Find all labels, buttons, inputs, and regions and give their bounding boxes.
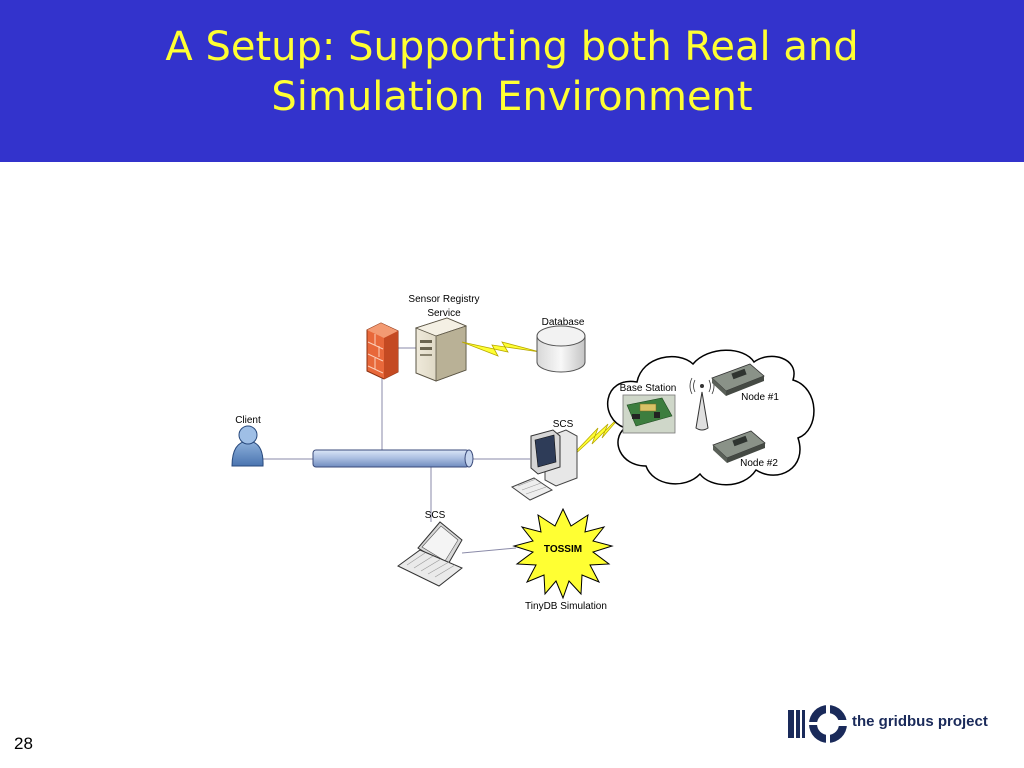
page-number: 28 xyxy=(14,734,33,753)
title-line-2: Simulation Environment xyxy=(271,74,753,120)
client-user-icon xyxy=(231,425,264,467)
server-tower-icon xyxy=(414,317,468,382)
sensor-network-cloud xyxy=(606,349,815,486)
antenna-icon xyxy=(689,377,715,431)
database-icon xyxy=(536,325,586,373)
tossim-starburst-icon xyxy=(512,507,614,600)
sensor-node-2-icon xyxy=(712,430,766,463)
node2-label: Node #2 xyxy=(740,458,778,469)
desktop-computer-icon xyxy=(510,429,578,501)
firewall-icon xyxy=(366,322,399,380)
tinydb-label: TinyDB Simulation xyxy=(525,601,607,612)
tossim-label: TOSSIM xyxy=(544,544,582,555)
node1-label: Node #1 xyxy=(741,392,779,403)
title-banner xyxy=(0,0,1024,162)
laptop-icon xyxy=(397,521,463,587)
base-station-board-icon xyxy=(622,394,676,434)
sensor-node-1-icon xyxy=(711,363,765,396)
database-label: Database xyxy=(542,317,585,328)
logo-text: the gridbus project xyxy=(852,713,988,730)
lightning-db-link xyxy=(461,341,541,357)
scs-desktop-label: SCS xyxy=(553,419,574,430)
base-station-label: Base Station xyxy=(620,383,677,394)
client-label: Client xyxy=(235,415,261,426)
network-bus xyxy=(312,449,474,468)
registry-label-1: Sensor Registry xyxy=(408,294,479,305)
registry-label-2: Service xyxy=(427,308,461,319)
gridbus-logo-icon xyxy=(788,704,848,744)
slide-title: A Setup: Supporting both Real and Simula… xyxy=(0,22,1024,122)
title-line-1: A Setup: Supporting both Real and xyxy=(165,24,859,70)
scs-laptop-label: SCS xyxy=(425,510,446,521)
